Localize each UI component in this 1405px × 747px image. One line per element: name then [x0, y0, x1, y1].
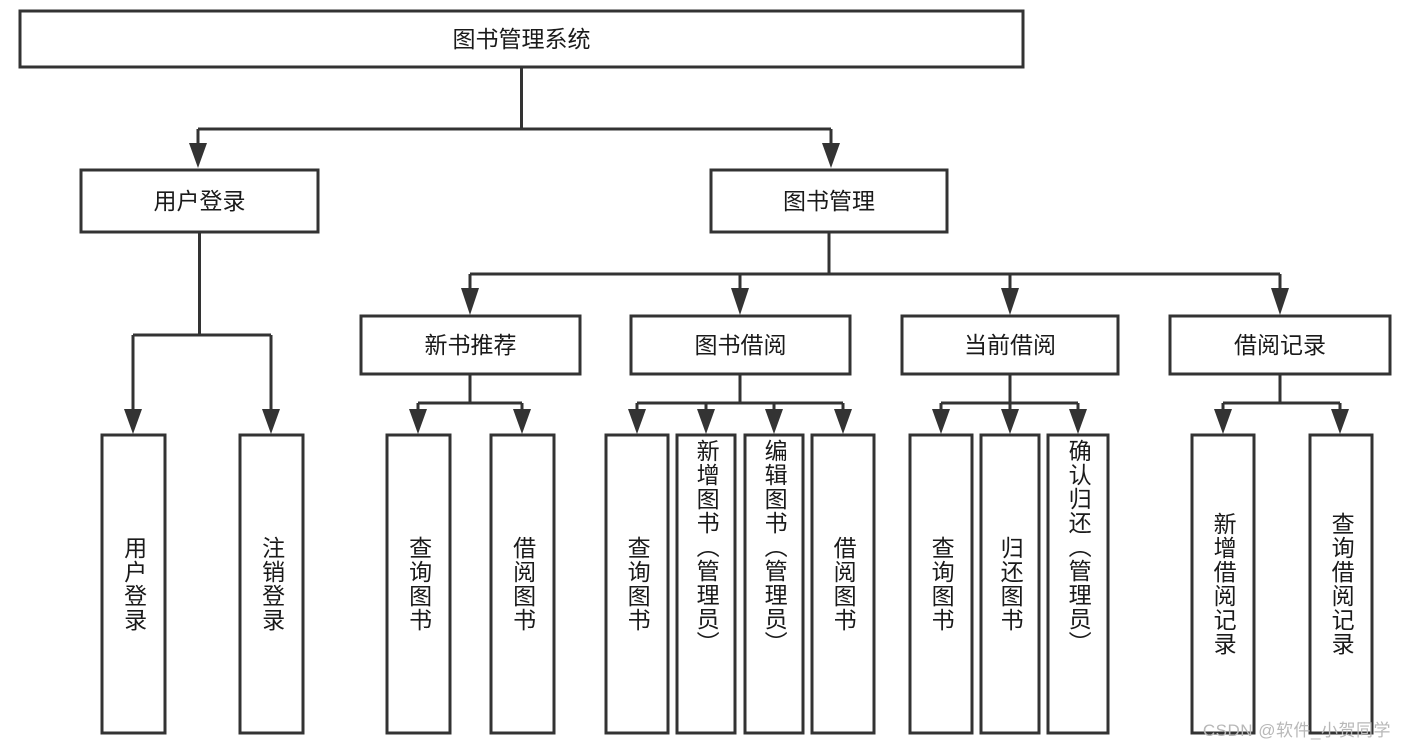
leaf-box-confirm-return-admin[interactable]: [1046, 433, 1110, 735]
node-book-manage-box[interactable]: [709, 168, 949, 234]
arrowhead-leaf-query-borrow-record: [1331, 409, 1349, 434]
arrowhead-current-borrow: [1001, 288, 1019, 315]
arrowhead-borrow-record: [1271, 288, 1289, 315]
leaf-box-query-book-3[interactable]: [908, 433, 974, 735]
arrowhead-leaf-query-book-1: [409, 409, 427, 434]
arrowhead-leaf-logout-login: [262, 409, 280, 434]
arrowhead-leaf-confirm-return-admin: [1069, 409, 1087, 434]
leaf-box-borrow-book-1[interactable]: [489, 433, 556, 735]
arrowhead-leaf-borrow-book-1: [513, 409, 531, 434]
leaf-box-add-borrow-record[interactable]: [1190, 433, 1256, 735]
arrowhead-user-login: [189, 143, 207, 168]
arrowhead-leaf-return-book: [1001, 409, 1019, 434]
arrowhead-leaf-add-borrow-record: [1214, 409, 1232, 434]
arrowhead-new-book-recommend: [461, 288, 479, 315]
leaf-box-return-book[interactable]: [979, 433, 1041, 735]
connector-root-bus: [196, 67, 833, 145]
leaf-box-borrow-book-2[interactable]: [810, 433, 876, 735]
arrowhead-leaf-user-login: [124, 409, 142, 434]
connector-book-borrow-bus: [635, 374, 845, 411]
leaf-box-query-book-1[interactable]: [385, 433, 452, 735]
node-user-login-box[interactable]: [79, 168, 320, 234]
connector-current-borrow-bus: [939, 374, 1080, 411]
connector-borrow-record-bus: [1221, 374, 1342, 411]
node-book-borrow-box[interactable]: [629, 314, 852, 376]
leaf-box-user-login[interactable]: [100, 433, 167, 735]
arrowhead-leaf-query-book-3: [932, 409, 950, 434]
leaf-box-logout-login[interactable]: [238, 433, 305, 735]
node-current-borrow-box[interactable]: [900, 314, 1120, 376]
arrowhead-leaf-edit-book-admin: [765, 409, 783, 434]
arrowhead-leaf-borrow-book-2: [834, 409, 852, 434]
connector-new-book-recommend-bus: [416, 374, 524, 411]
arrowhead-book-borrow: [731, 288, 749, 315]
watermark-text: CSDN @软件_小贺同学: [1202, 721, 1391, 740]
node-new-book-recommend-box[interactable]: [359, 314, 582, 376]
leaf-box-add-book-admin[interactable]: [675, 433, 737, 735]
connector-user-login-bus: [131, 232, 273, 410]
arrowhead-book-manage: [822, 143, 840, 168]
leaf-box-edit-book-admin[interactable]: [743, 433, 805, 735]
arrowhead-leaf-query-book-2: [628, 409, 646, 434]
node-root-box[interactable]: [18, 9, 1025, 69]
arrowhead-leaf-add-book-admin: [697, 409, 715, 434]
connector-book-manage-bus: [468, 232, 1282, 288]
node-borrow-record-box[interactable]: [1168, 314, 1392, 376]
leaf-box-query-book-2[interactable]: [604, 433, 670, 735]
leaf-box-query-borrow-record[interactable]: [1308, 433, 1374, 735]
